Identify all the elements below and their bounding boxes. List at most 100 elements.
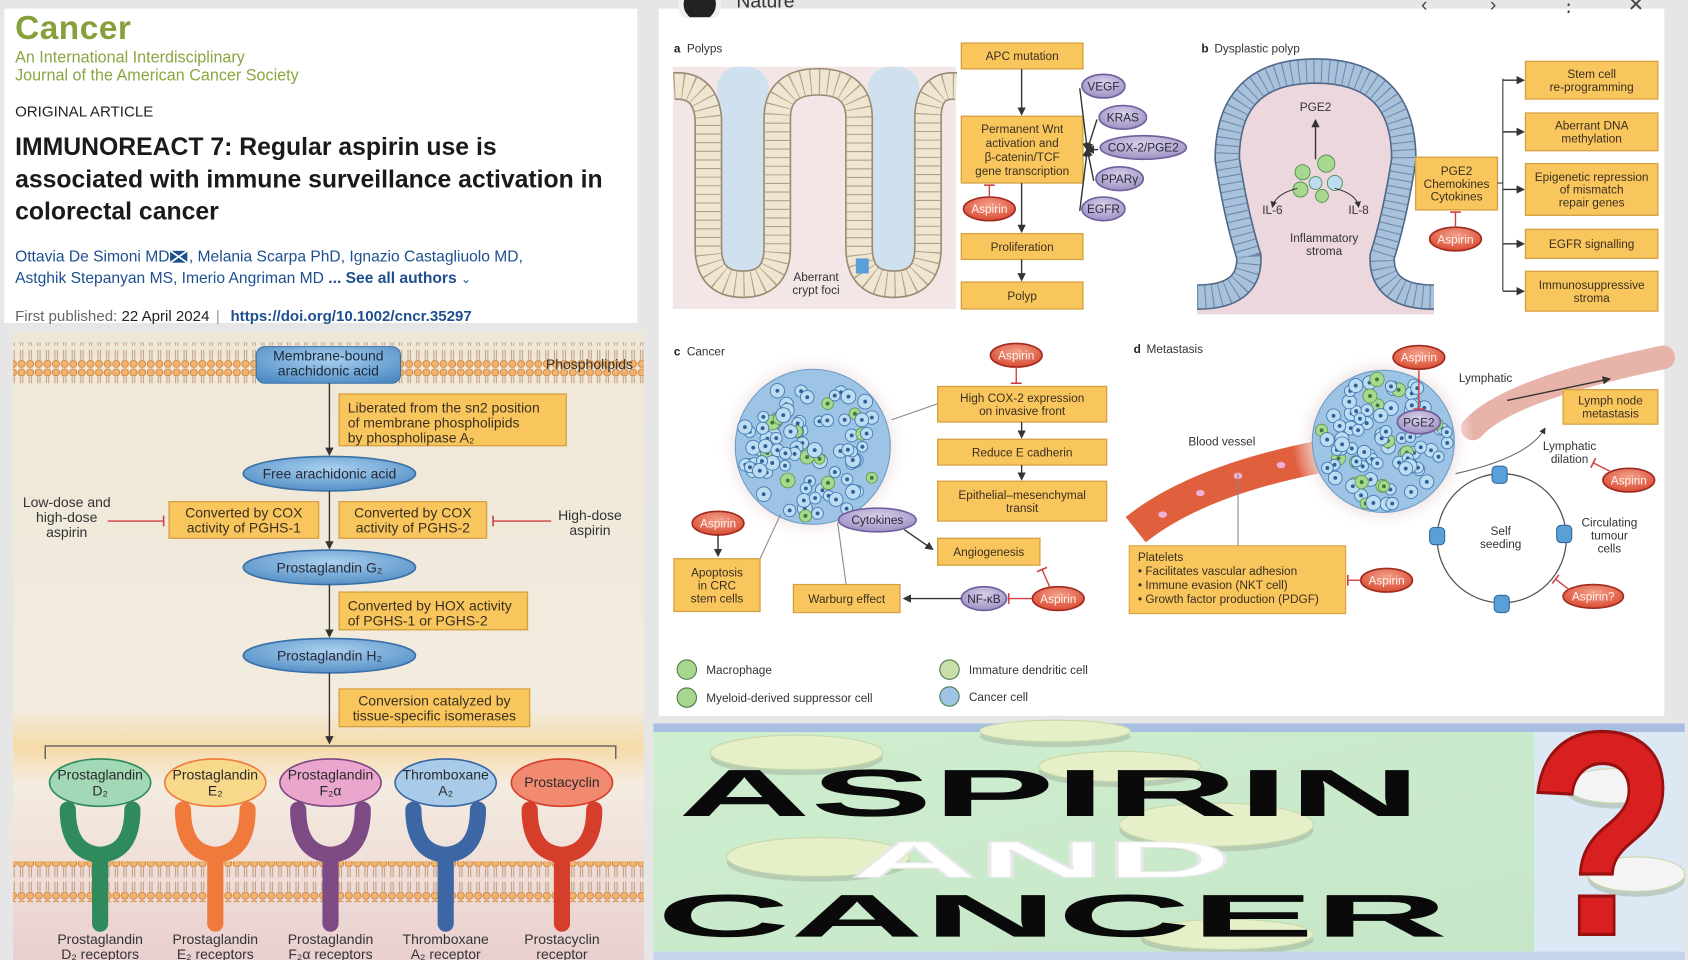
title-line: associated with immune surveillance acti… bbox=[15, 164, 603, 193]
lymphatic-label: Lymphatic bbox=[1459, 371, 1513, 385]
cell-nucleus bbox=[1399, 436, 1404, 441]
cell-nucleus bbox=[1359, 480, 1364, 485]
panel-letter: c bbox=[674, 344, 681, 358]
cell-nucleus bbox=[760, 426, 765, 431]
immune-cell bbox=[1326, 175, 1343, 191]
cell-nucleus bbox=[1368, 477, 1373, 482]
cell-nucleus bbox=[826, 480, 830, 485]
chevron-right-icon[interactable]: › bbox=[1489, 0, 1497, 16]
aberrant-crypt-label: crypt foci bbox=[792, 283, 839, 297]
prostanoid-name: A₂ bbox=[438, 783, 453, 799]
platelets-title: Platelets bbox=[1138, 550, 1183, 564]
e-cadherin-box-text: Reduce E cadherin bbox=[972, 445, 1073, 459]
journal-subtitle: Journal of the American Cancer Society bbox=[15, 66, 299, 86]
platelets-item: • Facilitates vascular adhesion bbox=[1138, 564, 1297, 578]
cell-nucleus bbox=[757, 468, 762, 473]
blood-vessel-label: Blood vessel bbox=[1188, 435, 1255, 449]
outcome-box-text: Immunosuppressive bbox=[1539, 278, 1645, 292]
apc-mutation-box-text: APC mutation bbox=[986, 49, 1059, 63]
cell-nucleus bbox=[775, 388, 780, 393]
more-vertical-icon[interactable]: ⋮ bbox=[1558, 0, 1579, 16]
journal-subtitle: An International Interdisciplinary bbox=[15, 48, 245, 67]
cell-nucleus bbox=[1396, 387, 1401, 392]
author-link[interactable]: Ottavia De Simoni MD bbox=[15, 248, 170, 266]
see-all-authors-button[interactable]: ... See all authors bbox=[328, 270, 457, 288]
receptor-shape bbox=[290, 801, 371, 932]
title-line: IMMUNOREACT 7: Regular aspirin use is bbox=[15, 132, 497, 161]
receptor-label: F₂α receptors bbox=[288, 946, 372, 960]
cell-nucleus bbox=[817, 456, 822, 461]
lymphatic-dilation-label: Lymphatic bbox=[1543, 439, 1597, 453]
chevron-left-icon[interactable]: ‹ bbox=[1421, 0, 1428, 16]
pill-image bbox=[1038, 750, 1201, 783]
outcome-box bbox=[1524, 60, 1659, 100]
banner-top-bar bbox=[653, 723, 1685, 733]
cell-nucleus bbox=[851, 489, 855, 494]
aspirin-node-text: Aspirin bbox=[971, 202, 1007, 216]
wnt-activation-box-text: activation and bbox=[986, 136, 1059, 150]
outcome-box-text: methylation bbox=[1561, 132, 1622, 146]
cell-nucleus bbox=[783, 451, 788, 456]
platelet bbox=[1196, 489, 1205, 497]
cell-nucleus bbox=[1364, 421, 1369, 426]
liberation-step-box-text: by phospholipase A₂ bbox=[348, 429, 475, 445]
doi-link[interactable]: https://doi.org/10.1002/cncr.35297 bbox=[230, 306, 472, 325]
outcome-box-text: EGFR signalling bbox=[1549, 237, 1634, 251]
cell-nucleus bbox=[849, 433, 854, 438]
receptor-label: Prostaglandin bbox=[57, 931, 143, 947]
mail-icon[interactable] bbox=[170, 250, 188, 263]
cell-nucleus bbox=[834, 497, 838, 502]
cell-nucleus bbox=[1333, 475, 1338, 480]
aspirin-node-text: Aspirin bbox=[1437, 232, 1473, 246]
author-links[interactable]: Astghik Stepanyan MS, Imerio Angriman MD bbox=[15, 270, 324, 288]
cell-nucleus bbox=[1356, 428, 1361, 433]
receptor-label: receptor bbox=[536, 946, 588, 960]
cell-nucleus bbox=[832, 470, 837, 475]
aspirin-question-node bbox=[1562, 583, 1625, 610]
isomerase-step-box-text: tissue-specific isomerases bbox=[353, 707, 516, 723]
cell-nucleus bbox=[1379, 436, 1384, 441]
cell-nucleus bbox=[1368, 394, 1372, 398]
arrow bbox=[1506, 376, 1612, 402]
circulating-cells-label: Circulating bbox=[1581, 515, 1637, 529]
cell-nucleus bbox=[846, 394, 851, 399]
close-icon[interactable]: ✕ bbox=[1627, 0, 1644, 16]
nature-logo-icon bbox=[678, 0, 722, 18]
outcome-box-text: of mismatch bbox=[1560, 183, 1624, 197]
outcome-box-text: Aberrant DNA bbox=[1555, 119, 1629, 133]
emt-box bbox=[937, 480, 1108, 522]
polyp-box bbox=[960, 281, 1084, 310]
aspirin-node bbox=[1602, 467, 1656, 493]
author-links[interactable]: , Melania Scarpa PhD, Ignazio Castagliuo… bbox=[188, 248, 523, 266]
pointer-line bbox=[891, 403, 938, 421]
cell-nucleus bbox=[792, 451, 797, 456]
pill-image bbox=[709, 734, 884, 771]
legend-swatch-icon bbox=[676, 687, 698, 708]
cell-nucleus bbox=[783, 463, 787, 468]
outcome-box bbox=[1524, 270, 1659, 312]
panel-title: Metastasis bbox=[1147, 342, 1204, 356]
emt-box-text: transit bbox=[1006, 501, 1039, 515]
article-type: ORIGINAL ARTICLE bbox=[15, 102, 154, 120]
receptor-label: Prostacyclin bbox=[524, 931, 599, 947]
lymph-node-metastasis-box-text: metastasis bbox=[1582, 407, 1639, 421]
membrane-bound-aa-text: arachidonic acid bbox=[278, 363, 379, 379]
receptor-label: E₂ receptors bbox=[177, 946, 254, 960]
pghs2-step-box bbox=[338, 501, 488, 539]
journal-logo[interactable]: Cancer bbox=[15, 8, 132, 47]
arrow bbox=[1455, 427, 1546, 475]
lymph-node-metastasis-box bbox=[1562, 389, 1659, 425]
cell-nucleus bbox=[812, 448, 817, 453]
circulating-tumour-cell bbox=[1556, 524, 1573, 544]
aspirin-node-text: Aspirin bbox=[1368, 574, 1404, 588]
cell-nucleus bbox=[825, 401, 830, 406]
cell-nucleus bbox=[785, 478, 790, 483]
chevron-down-icon[interactable]: ⌄ bbox=[461, 273, 471, 287]
cell-nucleus bbox=[825, 418, 830, 423]
aspirin-node-text: Aspirin bbox=[1401, 351, 1437, 365]
factor-node-text: COX-2/PGE2 bbox=[1108, 141, 1179, 155]
cell-nucleus bbox=[863, 399, 868, 404]
e-cadherin-box bbox=[937, 438, 1108, 466]
arrow bbox=[903, 529, 934, 550]
question-mark-icon: ? bbox=[1527, 671, 1678, 960]
